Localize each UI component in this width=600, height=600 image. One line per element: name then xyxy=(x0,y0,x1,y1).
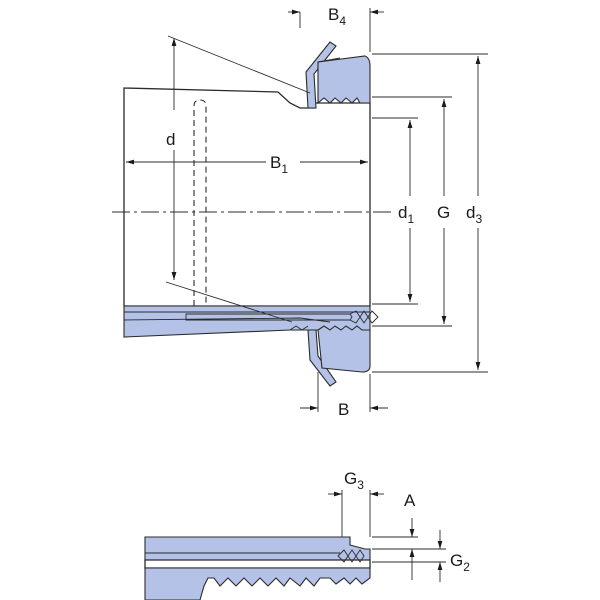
label-d: d xyxy=(166,130,175,149)
label-b: B xyxy=(338,400,349,419)
label-b4: B4 xyxy=(328,5,346,28)
label-d3: d3 xyxy=(466,203,482,226)
label-g: G xyxy=(437,203,450,222)
hidden-slot xyxy=(193,99,207,306)
label-a: A xyxy=(404,491,416,510)
screw-thread xyxy=(349,310,379,324)
locknut-top-edge xyxy=(317,57,341,63)
locknut-top xyxy=(317,55,371,105)
detail-set-screw xyxy=(337,549,365,563)
label-b1: B1 xyxy=(270,153,288,176)
main-view: B4 d B1 d1 G d3 B xyxy=(112,5,488,419)
label-d1: d1 xyxy=(398,203,414,226)
taper-guide-top xyxy=(167,35,311,94)
detail-view: G3 A G2 xyxy=(144,469,470,600)
detail-sleeve-bottom xyxy=(144,567,371,600)
label-g3: G3 xyxy=(344,469,364,492)
locking-screw xyxy=(185,313,353,321)
taper-guide-bottom xyxy=(165,281,293,323)
sleeve-body xyxy=(123,87,371,307)
label-g2: G2 xyxy=(450,551,470,574)
taper-line xyxy=(123,317,331,323)
sleeve-thread-lower xyxy=(289,325,309,331)
detail-sleeve-top xyxy=(144,536,371,561)
locknut-bottom xyxy=(317,325,371,373)
lock-washer-bottom xyxy=(307,329,337,387)
lock-washer-top xyxy=(305,41,337,109)
detail-sleeve-mid xyxy=(144,559,371,569)
